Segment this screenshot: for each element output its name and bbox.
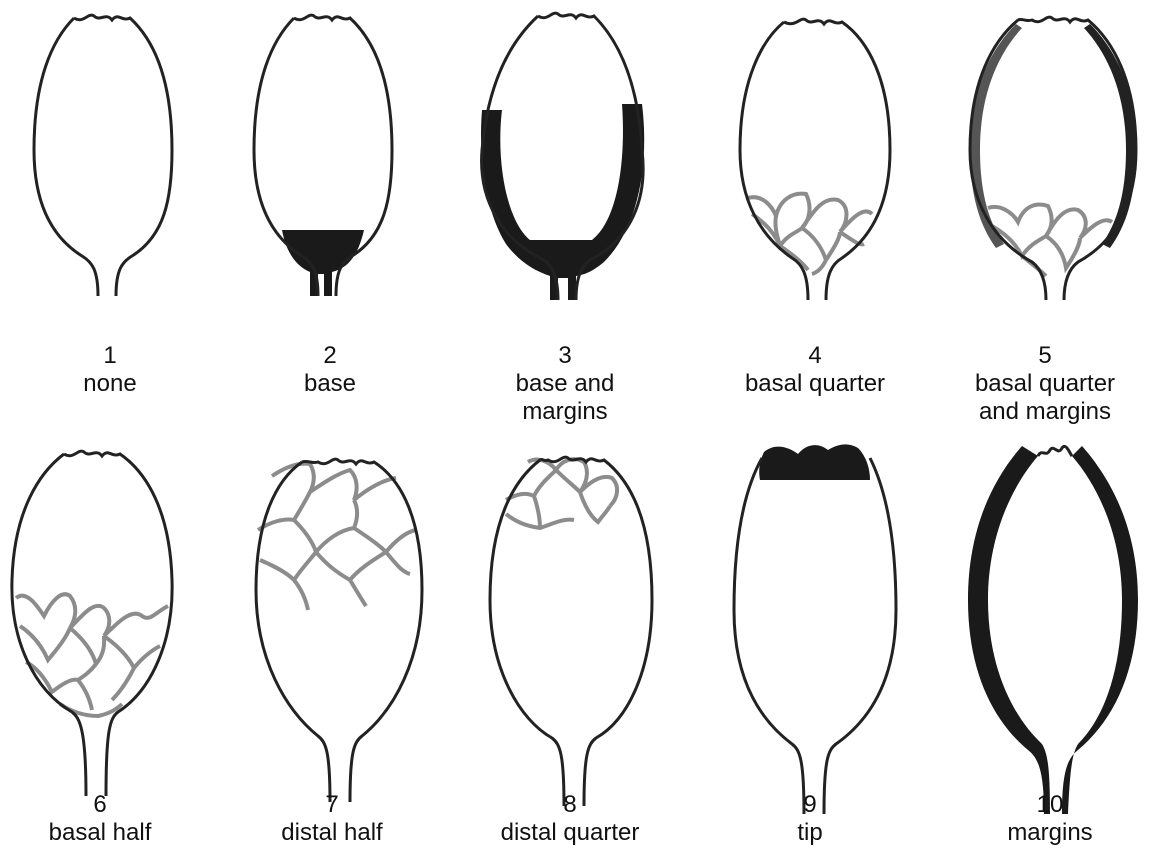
label-1-text: none xyxy=(20,370,200,398)
label-5-number: 5 xyxy=(940,342,1150,370)
label-2: 2 base xyxy=(240,342,420,398)
outline xyxy=(740,19,890,300)
outline xyxy=(256,459,422,802)
label-8: 8 distal quarter xyxy=(465,791,675,847)
label-3-text-line2: margins xyxy=(465,398,665,426)
margin-fill xyxy=(1062,446,1138,814)
label-8-number: 8 xyxy=(465,791,675,819)
label-3-text-line1: base and xyxy=(465,370,665,398)
label-6-number: 6 xyxy=(0,791,200,819)
outline xyxy=(12,451,172,796)
distal-half-hatch xyxy=(258,464,416,610)
label-1: 1 none xyxy=(20,342,200,398)
label-1-number: 1 xyxy=(20,342,200,370)
label-3: 3 base and margins xyxy=(465,342,665,426)
label-4-text: basal quarter xyxy=(710,370,920,398)
outline xyxy=(1038,446,1072,456)
label-7: 7 distal half xyxy=(232,791,432,847)
utricle-6 xyxy=(12,451,172,796)
label-5-text-line2: and margins xyxy=(940,398,1150,426)
label-9-text: tip xyxy=(720,819,900,847)
utricle-5 xyxy=(970,17,1136,300)
label-7-text: distal half xyxy=(232,819,432,847)
label-7-number: 7 xyxy=(232,791,432,819)
label-9-number: 9 xyxy=(720,791,900,819)
outline xyxy=(734,458,896,814)
utricle-9 xyxy=(734,444,896,814)
label-5: 5 basal quarter and margins xyxy=(940,342,1150,426)
label-2-number: 2 xyxy=(240,342,420,370)
utricle-10 xyxy=(968,446,1138,814)
distal-quarter-hatch xyxy=(506,459,617,528)
basal-quarter-hatch xyxy=(988,205,1112,276)
label-2-text: base xyxy=(240,370,420,398)
base-fill xyxy=(282,230,364,296)
label-10: 10 margins xyxy=(960,791,1140,847)
utricle-8 xyxy=(490,457,652,806)
outline xyxy=(490,457,652,806)
label-6-text: basal half xyxy=(0,819,200,847)
label-3-number: 3 xyxy=(465,342,665,370)
label-4: 4 basal quarter xyxy=(710,342,920,398)
utricle-1 xyxy=(34,15,172,296)
margin-fill xyxy=(968,446,1050,814)
utricle-7 xyxy=(256,459,422,802)
tip-fill xyxy=(759,444,870,480)
label-8-text: distal quarter xyxy=(465,819,675,847)
label-5-text-line1: basal quarter xyxy=(940,370,1150,398)
utricle-2 xyxy=(254,15,392,296)
outline xyxy=(34,15,172,296)
label-10-number: 10 xyxy=(960,791,1140,819)
utricle-4 xyxy=(740,19,890,300)
label-9: 9 tip xyxy=(720,791,900,847)
label-6: 6 basal half xyxy=(0,791,200,847)
label-10-text: margins xyxy=(960,819,1140,847)
label-4-number: 4 xyxy=(710,342,920,370)
margin-fill xyxy=(1084,24,1136,248)
basal-half-hatch xyxy=(16,594,168,716)
base-margin-fill xyxy=(481,104,644,300)
utricle-3 xyxy=(481,13,644,300)
